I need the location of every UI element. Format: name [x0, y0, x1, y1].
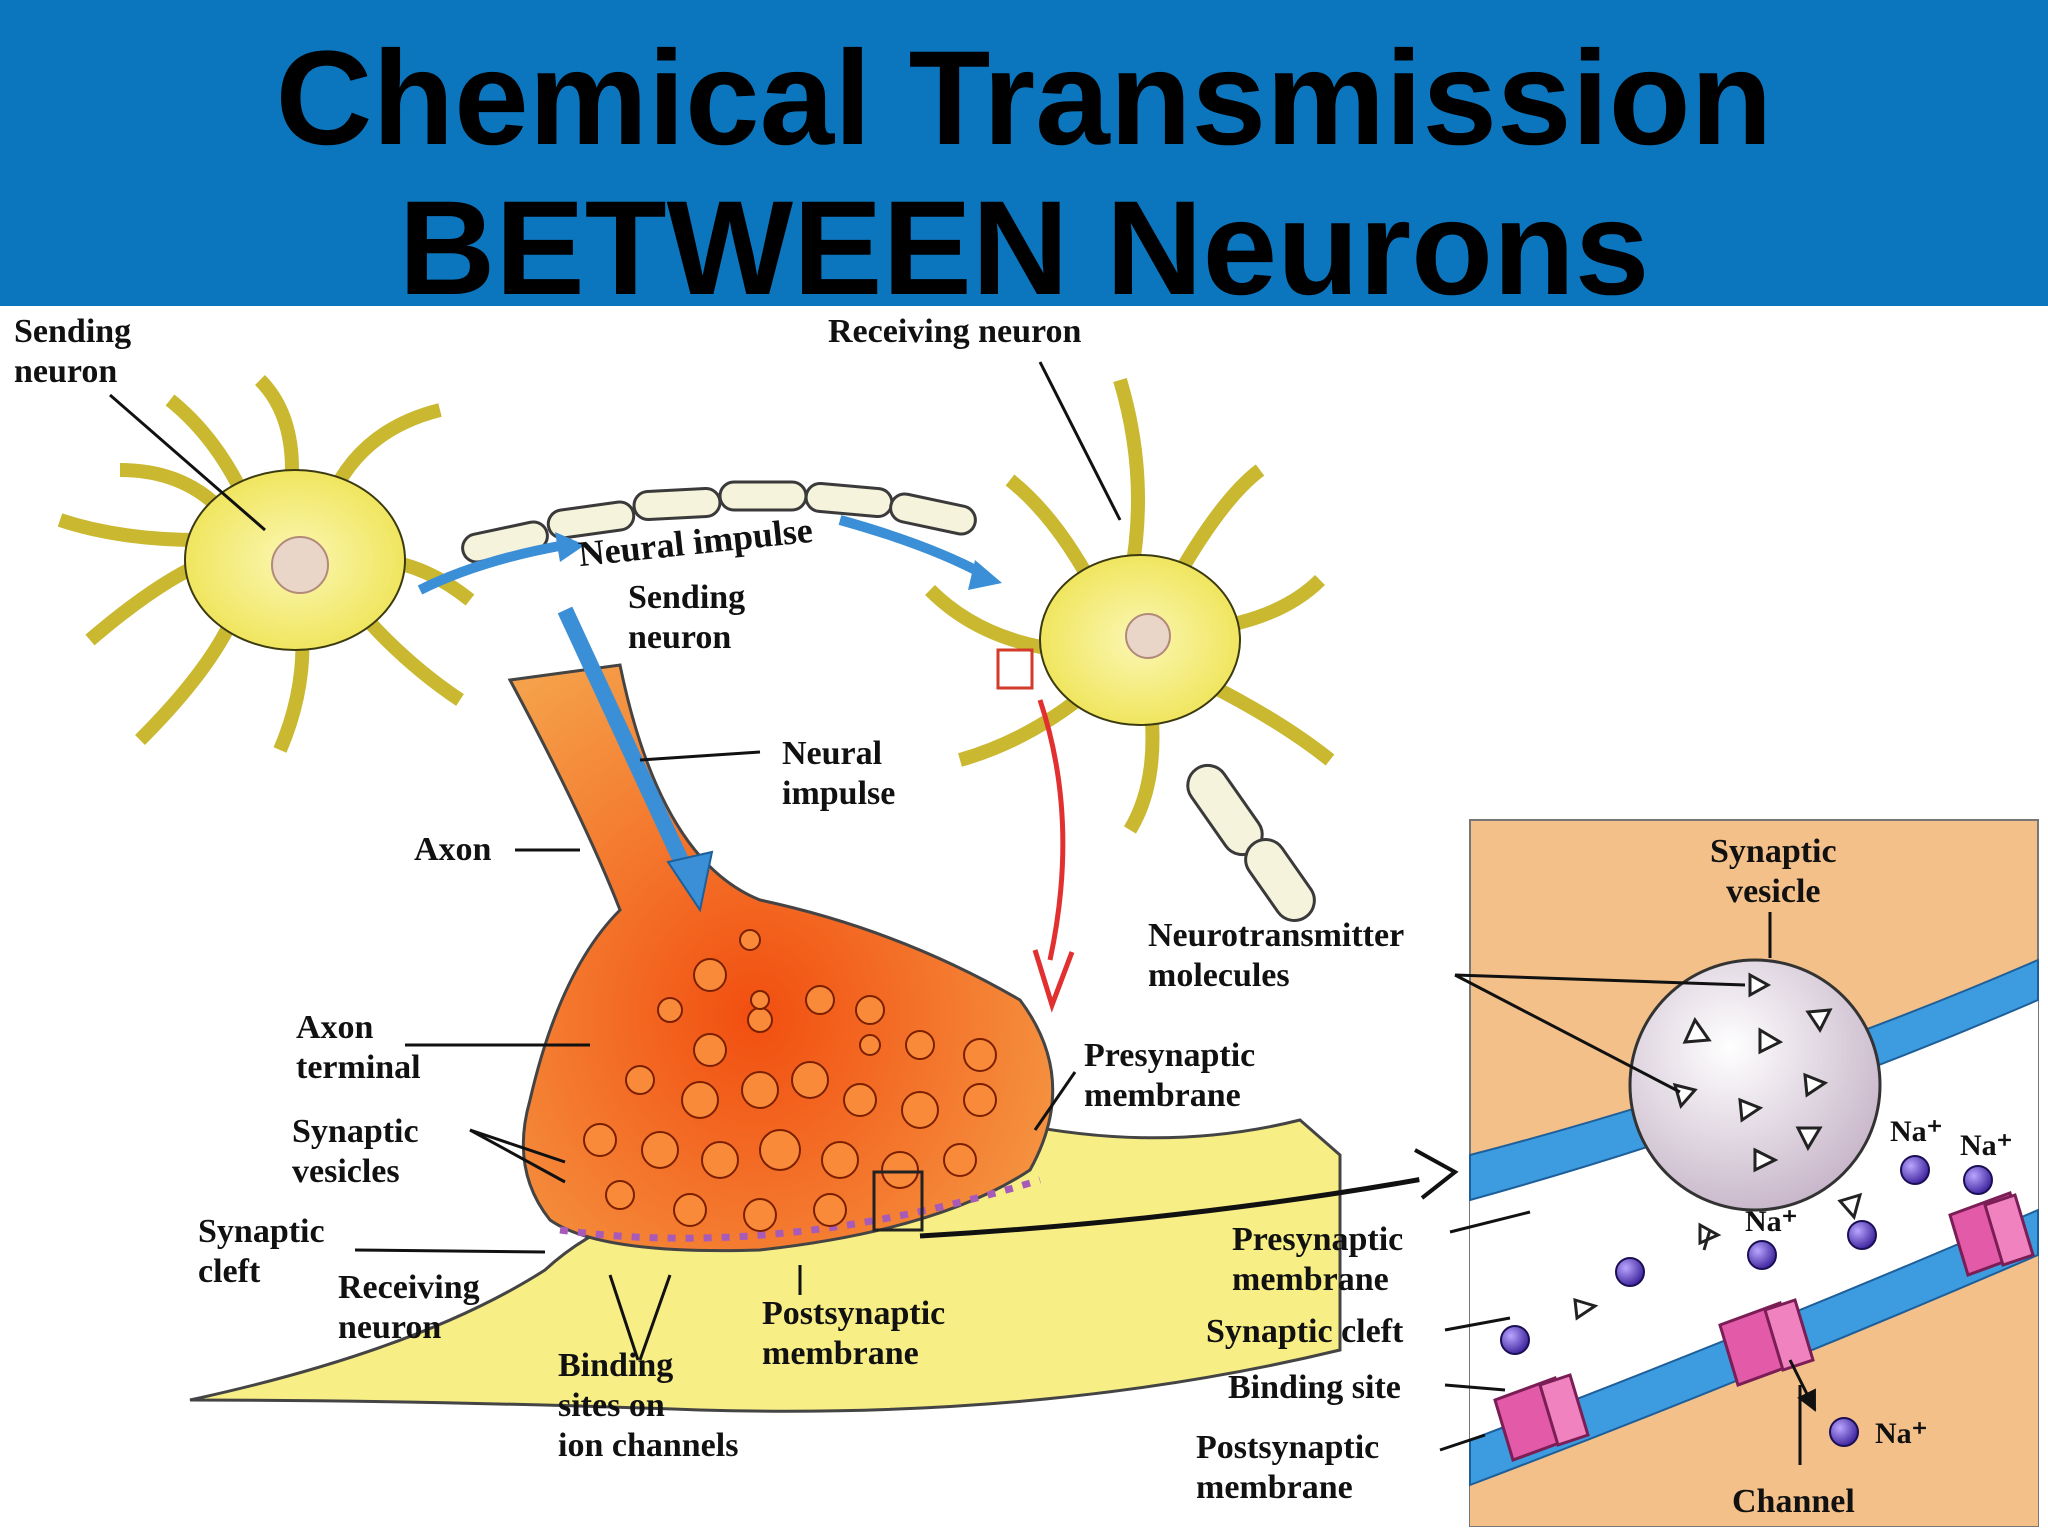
sending-neuron-cell [57, 375, 475, 753]
receiving-neuron-cell [925, 377, 1335, 922]
label-synaptic-vesicle-inset: Synaptic vesicle [1710, 833, 1837, 910]
title-line-1: Chemical Transmission [275, 24, 1773, 173]
label-receiving-neuron-top: Receiving neuron [828, 313, 1082, 350]
zoom-arrow-red [1037, 699, 1066, 961]
label-axon: Axon [414, 831, 492, 868]
zoom-arrow-white [919, 1172, 1446, 1239]
label-neurotransmitter-molecules: Neurotransmitter molecules [1148, 917, 1405, 994]
label-na-ion-1: Na⁺ [1890, 1115, 1943, 1148]
myelinated-axon [461, 480, 977, 564]
label-postsynaptic-membrane-inset: Postsynaptic membrane [1196, 1429, 1380, 1506]
impulse-arrow-down [557, 606, 698, 884]
label-na-ion-4: Na⁺ [1875, 1417, 1928, 1450]
label-presynaptic-membrane: Presynaptic membrane [1084, 1037, 1256, 1114]
label-presynaptic-membrane-inset: Presynaptic membrane [1232, 1221, 1404, 1298]
label-axon-terminal: Axon terminal [296, 1009, 421, 1086]
label-receiving-neuron-bottom: Receiving neuron [338, 1269, 480, 1346]
label-binding-sites: Binding sites on ion channels [558, 1347, 739, 1464]
title-line-2: BETWEEN Neurons [398, 174, 1650, 323]
label-na-ion-3: Na⁺ [1745, 1205, 1798, 1238]
impulse-arrow-left [417, 540, 566, 595]
label-postsynaptic-membrane: Postsynaptic membrane [762, 1295, 946, 1372]
label-channel: Channel [1732, 1483, 1855, 1520]
label-synaptic-vesicles: Synaptic vesicles [292, 1113, 419, 1190]
title-bar [0, 0, 2048, 306]
impulse-arrow-right [838, 515, 988, 580]
zoom-box-top [996, 648, 1034, 690]
page-title: Chemical Transmission BETWEEN Neurons [0, 24, 2048, 324]
zoom-box-terminal [872, 1170, 924, 1232]
label-sending-neuron-top: Sending neuron [14, 313, 132, 390]
label-sending-neuron-mid: Sending neuron [628, 579, 746, 656]
synapse-inset [1439, 819, 2039, 1527]
label-binding-site-inset: Binding site [1228, 1369, 1401, 1406]
label-neural-impulse-mid: Neural impulse [782, 735, 896, 812]
label-na-ion-2: Na⁺ [1960, 1129, 2013, 1162]
leader-lines [109, 361, 1122, 1361]
ion-channels [1493, 1191, 2035, 1462]
axon-terminal-drawing [189, 606, 1459, 1413]
label-synaptic-cleft: Synaptic cleft [198, 1213, 325, 1290]
label-synaptic-cleft-inset: Synaptic cleft [1206, 1313, 1404, 1350]
